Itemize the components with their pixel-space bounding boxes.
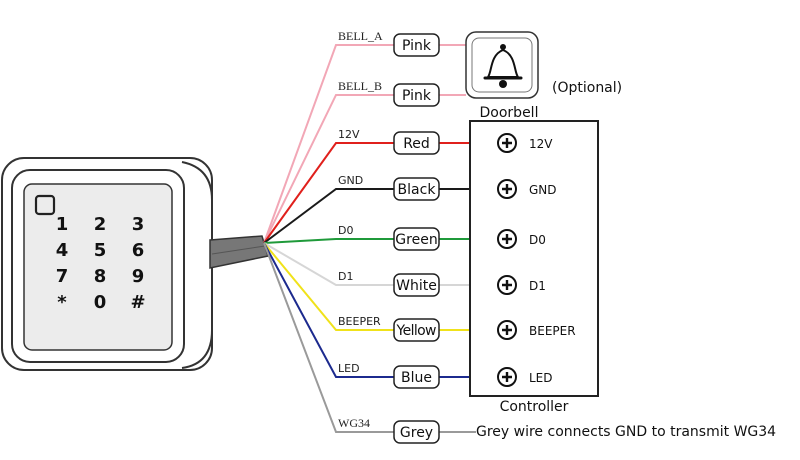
controller-box [469,120,599,397]
signal-label-led: LED [338,362,360,375]
doorbell: Doorbell (Optional) [465,31,622,121]
wires-layer [263,44,476,433]
keypad-face [23,183,173,351]
wire-color-box-bell-b [393,83,440,107]
wire-bell-a [263,44,394,244]
keypad-key-4: 4 [56,240,69,261]
terminal-cross-icon-beeper [502,325,512,335]
signal-label-12v: 12V [338,128,360,141]
signal-label-d1: D1 [338,270,353,283]
keypad-key-7: 7 [56,266,69,287]
signal-label-d0: D0 [338,224,353,237]
keypad-key-5: 5 [94,240,107,261]
terminal-label-gnd: GND [529,183,557,197]
terminal-cross-icon-led [502,372,512,382]
keypad-device: 1 2 3 4 5 6 7 8 9 * 0 # [1,157,213,371]
terminal-cross-icon-gnd [502,184,512,194]
wire-color-box-wg34 [393,420,440,444]
grey-wire-note: Grey wire connects GND to transmit WG34 [476,424,776,440]
wire-color-name-beeper: Yellow [396,323,437,339]
keypad-key-hash: # [130,292,145,313]
wire-color-box-gnd [393,177,440,201]
wire-bell-b [263,94,394,244]
wire-beeper [263,242,394,331]
terminal-label-led: LED [529,371,553,385]
wire-color-name-wg34: Grey [400,425,433,441]
wire-color-box-led [393,365,440,389]
keypad-key-1: 1 [56,214,69,235]
terminal-label-beeper: BEEPER [529,324,576,338]
terminal-label-d1: D1 [529,279,546,293]
keypad-key-3: 3 [132,214,145,235]
wire-color-name-d0: Green [395,232,437,248]
keypad-key-6: 6 [132,240,145,261]
wire-12v [263,142,394,244]
terminal-label-d0: D0 [529,233,546,247]
terminal-label-12v: 12V [529,137,553,151]
cable-shade-line [211,245,266,255]
doorbell-label: Doorbell [480,105,539,121]
controller-label: Controller [500,399,569,415]
doorbell-optional-note: (Optional) [552,80,622,96]
keypad-key-2: 2 [94,214,107,235]
card-sensor-icon [34,194,56,216]
wire-color-box-12v [393,131,440,155]
signal-label-bell-a: BELL_A [338,29,383,43]
wire-gnd [263,188,394,244]
terminal-cross-icon-d1 [502,280,512,290]
keypad-key-8: 8 [94,266,107,287]
wire-color-name-d1: White [396,278,437,294]
bell-icon [483,44,523,88]
wire-wg34 [263,242,394,433]
signal-label-beeper: BEEPER [338,315,381,328]
keypad-key-0: 0 [94,292,107,313]
terminal-cross-icon-d0 [502,234,512,244]
cable [209,235,269,269]
terminal-cross-icon-12v [502,138,512,148]
signal-label-wg34: WG34 [338,416,370,430]
doorbell-inner-frame [471,37,533,93]
wire-color-name-12v: Red [403,136,430,152]
wire-color-name-gnd: Black [398,182,437,198]
wire-led [263,242,394,378]
wire-labels: BELL_APinkBELL_BPink12VRedGNDBlackD0Gree… [338,29,440,444]
wire-color-name-led: Blue [401,370,432,386]
keypad-keys: 1 2 3 4 5 6 7 8 9 * 0 # [56,214,146,313]
signal-label-gnd: GND [338,174,363,187]
signal-label-bell-b: BELL_B [338,79,382,93]
keypad-key-9: 9 [132,266,145,287]
wire-color-name-bell-b: Pink [402,88,432,104]
wire-color-name-bell-a: Pink [402,38,432,54]
wire-color-box-d0 [393,227,440,251]
keypad-key-star: * [57,292,67,313]
wire-color-box-beeper [393,318,440,342]
wire-d1 [263,242,394,286]
wire-color-box-d1 [393,273,440,297]
wire-color-box-bell-a [393,33,440,57]
cable-sheath [209,235,269,269]
wire-d0 [263,238,394,244]
